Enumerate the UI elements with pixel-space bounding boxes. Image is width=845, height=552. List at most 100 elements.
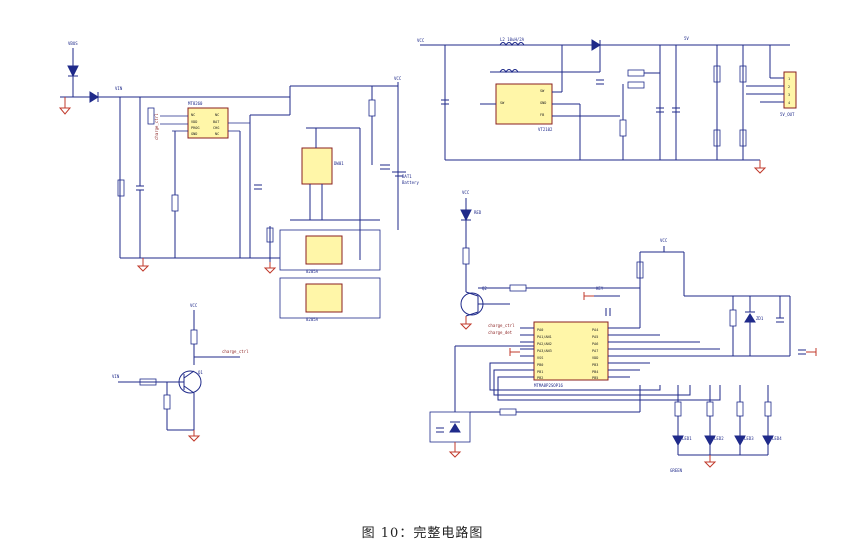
mcu-ic [533, 321, 609, 381]
svg-text:VDD: VDD [191, 120, 197, 124]
figure-caption: 图 10：完整电路图 [361, 526, 484, 541]
ground-icon [58, 107, 72, 115]
switch-vin-label: VIN [112, 374, 120, 379]
led-power-icon [67, 65, 79, 78]
ground-icon [263, 267, 277, 274]
svg-text:3: 3 [788, 93, 790, 97]
resistor-r19 [462, 247, 470, 265]
led4-label: LED4 [772, 436, 782, 441]
resistor-r10 [619, 119, 627, 137]
q1-label: Q1 [198, 370, 203, 375]
key-label: KEY [596, 286, 604, 291]
boost-vin-label: VCC [417, 38, 425, 43]
led-red-icon [460, 209, 472, 222]
out-connector-label: 5V_OUT [780, 112, 795, 117]
zener-diode-icon [744, 313, 756, 323]
schottky-diode-icon [591, 39, 601, 51]
resistor-r11 [627, 81, 645, 89]
resistor-r26 [764, 401, 772, 417]
led2-icon [704, 435, 716, 447]
resistor-r18 [163, 394, 171, 410]
inductor-l2-icon [499, 42, 525, 46]
svg-text:SW: SW [500, 101, 505, 105]
ground-icon [187, 435, 201, 442]
mcu-pin-l4: PA3/AN3 [537, 349, 552, 353]
switch-vcc-label: VCC [190, 303, 198, 308]
mcu-net-1: charge_ctrl [488, 323, 515, 328]
charge-ctrl-net: charge_ctrl [154, 113, 159, 140]
svg-text:PROG: PROG [191, 126, 199, 130]
resistor-r6 [266, 227, 274, 243]
mcu-pin-r3: PA6 [592, 342, 598, 346]
mcu-pin-l1: PA0 [537, 328, 543, 332]
mcu-pin-r7: PB4 [592, 370, 598, 374]
mcu-vcc-label: VCC [660, 238, 668, 243]
svg-text:NC: NC [215, 113, 219, 117]
boost-section: VCC L2 10uH/2A 5V VT2102 SW SW GND FB [417, 36, 797, 174]
ground-icon [703, 461, 717, 468]
mcu-pin-l3: PA2/AN2 [537, 342, 552, 346]
svg-text:4: 4 [788, 101, 790, 105]
charger-ic [187, 107, 229, 139]
mcu-pin-l2: PA1/AN1 [537, 335, 552, 339]
diode-d1-icon [89, 91, 99, 103]
battery-ref: BAT1 [402, 174, 412, 179]
svg-text:BAT: BAT [213, 120, 220, 124]
mcu-pin-r4: PA7 [592, 349, 598, 353]
resistor-r3 [171, 194, 179, 212]
v5-label: 5V [684, 36, 689, 41]
protection-ic [301, 147, 333, 185]
resistor-r21 [636, 261, 644, 279]
led1-label: LED1 [682, 436, 692, 441]
mcu-net-2: charge_det [488, 330, 513, 335]
svg-text:GND: GND [191, 132, 197, 136]
zener-label: ZD1 [756, 316, 764, 321]
switch-net-label: charge_ctrl [222, 349, 249, 354]
svg-text:SW: SW [540, 89, 545, 93]
charger-ic-label: MT8260 [188, 101, 203, 106]
led2-label: LED2 [714, 436, 724, 441]
mosfet-2-label: 8205A [306, 317, 319, 322]
led-red-label: RED [474, 210, 482, 215]
led-vcc-label: VCC [462, 190, 470, 195]
svg-text:GND: GND [540, 101, 546, 105]
resistor-r9 [627, 69, 645, 77]
mcu-pin-r2: PA5 [592, 335, 598, 339]
vbat-label: VCC [394, 76, 402, 81]
protection-ic-label: DW01 [334, 161, 344, 166]
led3-label: LED3 [744, 436, 754, 441]
mosfet-ic-1 [305, 235, 343, 265]
svg-text:FB: FB [540, 113, 544, 117]
ground-icon [753, 167, 767, 174]
inductor-l1-icon [499, 69, 519, 73]
resistor-r5 [368, 99, 376, 117]
resistor-r1 [147, 107, 155, 125]
boost-ic [495, 83, 553, 125]
svg-text:1: 1 [788, 77, 790, 81]
mcu-label: MTMA8P2SOP16 [534, 383, 563, 388]
vbus-label: VBUS [68, 41, 78, 46]
resistor-r23 [674, 401, 682, 417]
mcu-pin-l5: VSS [537, 356, 543, 360]
vin-label: VIN [115, 86, 123, 91]
ground-icon [459, 323, 473, 330]
resistor-r16 [190, 329, 198, 345]
usb-out-connector [783, 71, 797, 109]
svg-text:NC: NC [191, 113, 195, 117]
led-green-label: GREEN [670, 468, 683, 473]
svg-text:2: 2 [788, 85, 790, 89]
mcu-pin-l8: PB2 [537, 376, 543, 380]
led1-icon [672, 435, 684, 447]
ground-icon [136, 265, 150, 272]
ground-icon [448, 451, 462, 458]
protection-section: VCC BAT1 Battery DW01 8205A 8205A [263, 76, 419, 322]
resistor-r7 [499, 408, 517, 416]
mcu-pin-r6: PB3 [592, 363, 598, 367]
svg-text:CHG: CHG [213, 126, 219, 130]
resistor-r20 [509, 284, 527, 292]
led4-icon [762, 435, 774, 447]
boost-ic-label: VT2102 [538, 127, 553, 132]
inductor-label: L2 10uH/2A [500, 37, 525, 42]
